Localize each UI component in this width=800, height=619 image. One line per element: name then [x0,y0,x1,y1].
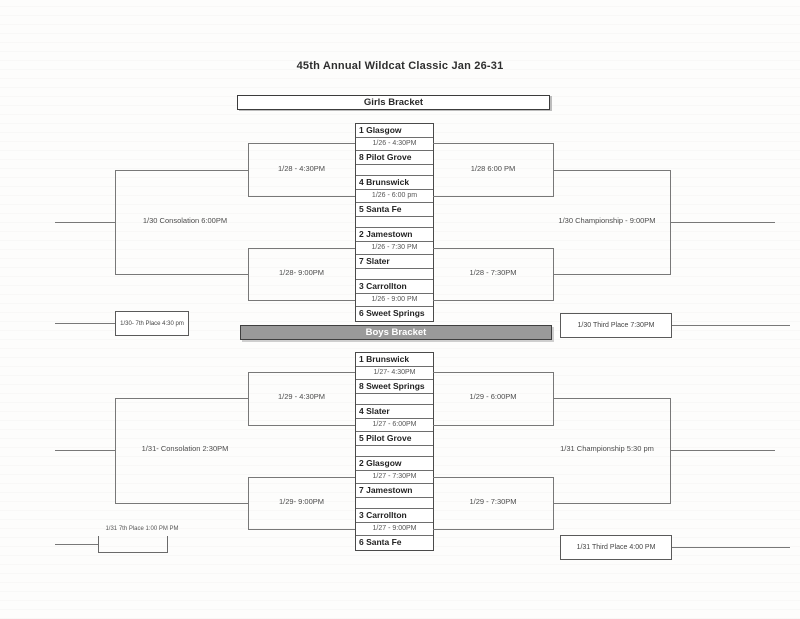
spacer-cell [356,498,433,509]
bracket-line [553,398,670,399]
boys-third-place-box: 1/31 Third Place 4:00 PM [560,535,672,560]
team-cell: 8 Sweet Springs [356,380,433,394]
spacer-cell [356,217,433,228]
bracket-line [115,274,248,275]
game-time-cell: 1/26 - 4:30PM [356,138,433,151]
boys-right-semifinal-bottom-label: 1/29 - 7:30PM [469,497,517,506]
bracket-line [672,547,790,548]
boys-seventh-place-box [98,536,168,553]
team-cell: 6 Santa Fe [359,537,402,547]
bracket-line [55,544,98,545]
game-time-cell: 1/26 - 7:30 PM [356,242,433,255]
bracket-line [553,503,670,504]
bracket-line [433,477,553,478]
bracket-line [670,450,775,451]
boys-consolation-label: 1/31- Consolation 2:30PM [141,444,229,453]
bracket-line [248,248,249,301]
team-cell: 4 Brunswick [356,176,433,190]
boys-seventh-place-label: 1/31 7th Place 1:00 PM PM [105,526,179,532]
boys-championship-label: 1/31 Championship 5:30 pm [560,444,654,453]
bracket-line [433,248,553,249]
bracket-line [433,143,553,144]
bracket-line [248,372,249,426]
bracket-line [248,529,355,530]
bracket-line [672,325,790,326]
bracket-line [248,477,249,530]
bracket-line [553,170,670,171]
team-cell: 4 Slater [356,405,433,419]
game-time-cell: 1/26 - 6:00 pm [356,190,433,203]
bracket-line [248,477,355,478]
bracket-line [433,300,553,301]
bracket-line [670,398,671,504]
team-cell: 2 Glasgow [356,457,433,471]
bracket-line [55,222,115,223]
girls-seventh-place-box: 1/30- 7th Place 4:30 pm [115,311,189,336]
game-time-cell: 1/27 - 7:30PM [356,471,433,484]
bracket-line [248,143,355,144]
bracket-line [248,372,355,373]
bracket-line [248,196,355,197]
game-time-cell: 1/27 - 9:00PM [356,523,433,536]
spacer-cell [356,269,433,280]
team-cell: 2 Jamestown [356,228,433,242]
girls-championship-label: 1/30 Championship - 9:00PM [558,216,656,225]
team-cell: 5 Santa Fe [356,203,433,217]
girls-consolation-label: 1/30 Consolation 6:00PM [142,216,228,225]
bracket-line [248,300,355,301]
bracket-line [433,425,553,426]
bracket-line [115,398,116,504]
bracket-line [115,170,248,171]
boys-bracket-header: Boys Bracket [240,325,552,340]
team-cell: 8 Pilot Grove [356,151,433,165]
bracket-line [433,529,553,530]
bracket-line [55,450,115,451]
team-cell: 1 Brunswick [356,353,433,367]
team-cell: 7 Jamestown [356,484,433,498]
bracket-line [115,398,248,399]
bracket-line [553,274,670,275]
game-time-cell: 1/27 - 6:00PM [356,419,433,432]
bracket-line [248,143,249,197]
girls-round1-column: 1 Glasgow 1/26 - 4:30PM 8 Pilot Grove 4 … [355,123,434,322]
spacer-cell [356,394,433,405]
tournament-title: 45th Annual Wildcat Classic Jan 26-31 [296,60,504,72]
bracket-line [670,222,775,223]
bracket-line [433,196,553,197]
team-cell: 3 Carrollton [356,280,433,294]
girls-left-semifinal-bottom-label: 1/28- 9:00PM [278,268,325,277]
team-cell: 3 Carrollton [356,509,433,523]
spacer-cell [356,446,433,457]
game-time-cell: 1/26 - 9:00 PM [356,294,433,307]
girls-bracket-header: Girls Bracket [237,95,550,110]
bracket-line [433,372,553,373]
boys-left-semifinal-bottom-label: 1/29- 9:00PM [278,497,325,506]
spacer-cell [356,165,433,176]
game-time-cell: 1/27- 4:30PM [356,367,433,380]
bracket-line [553,372,554,426]
bracket-line [115,503,248,504]
team-cell: 7 Slater [356,255,433,269]
bracket-line [115,170,116,275]
girls-right-semifinal-top-label: 1/28 6:00 PM [470,164,516,173]
girls-third-place-box: 1/30 Third Place 7:30PM [560,313,672,338]
team-cell: 5 Pilot Grove [356,432,433,446]
boys-round1-column: 1 Brunswick 1/27- 4:30PM 8 Sweet Springs… [355,352,434,551]
team-cell: 1 Glasgow [356,124,433,138]
bracket-line [55,323,115,324]
boys-left-semifinal-top-label: 1/29 - 4:30PM [277,392,326,401]
girls-left-semifinal-top-label: 1/28 - 4:30PM [277,164,326,173]
bracket-line [248,425,355,426]
bracket-line [248,248,355,249]
girls-right-semifinal-bottom-label: 1/28 - 7:30PM [469,268,517,277]
boys-right-semifinal-top-label: 1/29 - 6:00PM [469,392,517,401]
team-cell: 6 Sweet Springs [359,308,425,318]
